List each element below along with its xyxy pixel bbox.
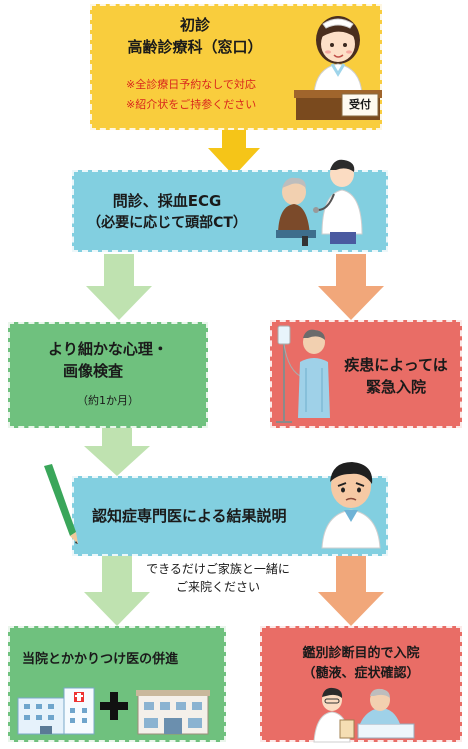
step3a-box: [8, 322, 208, 428]
step1-title-line1: 初診: [179, 16, 210, 34]
step2-line2: （必要に応じて頭部CT）: [87, 215, 247, 231]
flow-arrow-4-right: [318, 556, 384, 626]
hospital-building-icon: [17, 687, 95, 735]
step1-note1: ※全診療日予約なしで対応: [126, 78, 256, 91]
doctor-bedside-patient-icon: [313, 687, 415, 743]
step3a-line3: （約1か月）: [77, 394, 139, 407]
step1-note2: ※紹介状をご持参ください: [126, 98, 257, 111]
step2-line1: 問診、採血ECG: [112, 192, 222, 210]
flow-arrow-1: [208, 130, 260, 176]
flow-arrow-4-left: [84, 556, 150, 626]
plus-icon: [100, 692, 128, 720]
step3b-line2: 緊急入院: [365, 378, 426, 396]
flow-arrow-2-right: [318, 254, 384, 320]
pencil-icon: [44, 464, 78, 544]
reception-nurse-icon: [294, 16, 382, 120]
clinic-building-icon: [136, 690, 210, 735]
step1-title-line2: 高齢診療科（窓口）: [127, 38, 263, 56]
family-note-line1: できるだけご家族と一緒に: [146, 562, 290, 576]
doctor-icon: [321, 462, 381, 549]
family-note-line2: ご来院ください: [175, 580, 260, 594]
final-left-text: 当院とかかりつけ医の併進: [22, 652, 179, 667]
doctor-elderly-patient-icon: [276, 159, 363, 246]
flow-arrow-3: [84, 428, 150, 476]
flow-arrow-2-left: [86, 254, 152, 320]
final-right-line2: （髄液、症状確認）: [302, 666, 420, 681]
final-right-line1: 鑑別診断目的で入院: [302, 646, 420, 661]
step3a-line2: 画像検査: [62, 362, 123, 380]
step3a-line1: より細かな心理・: [48, 340, 168, 358]
hospital-patient-drip-icon: [276, 325, 330, 423]
desk-sign: 受付: [349, 98, 371, 111]
step4-text: 認知症専門医による結果説明: [92, 507, 287, 525]
step3b-line1: 疾患によっては: [344, 356, 448, 374]
